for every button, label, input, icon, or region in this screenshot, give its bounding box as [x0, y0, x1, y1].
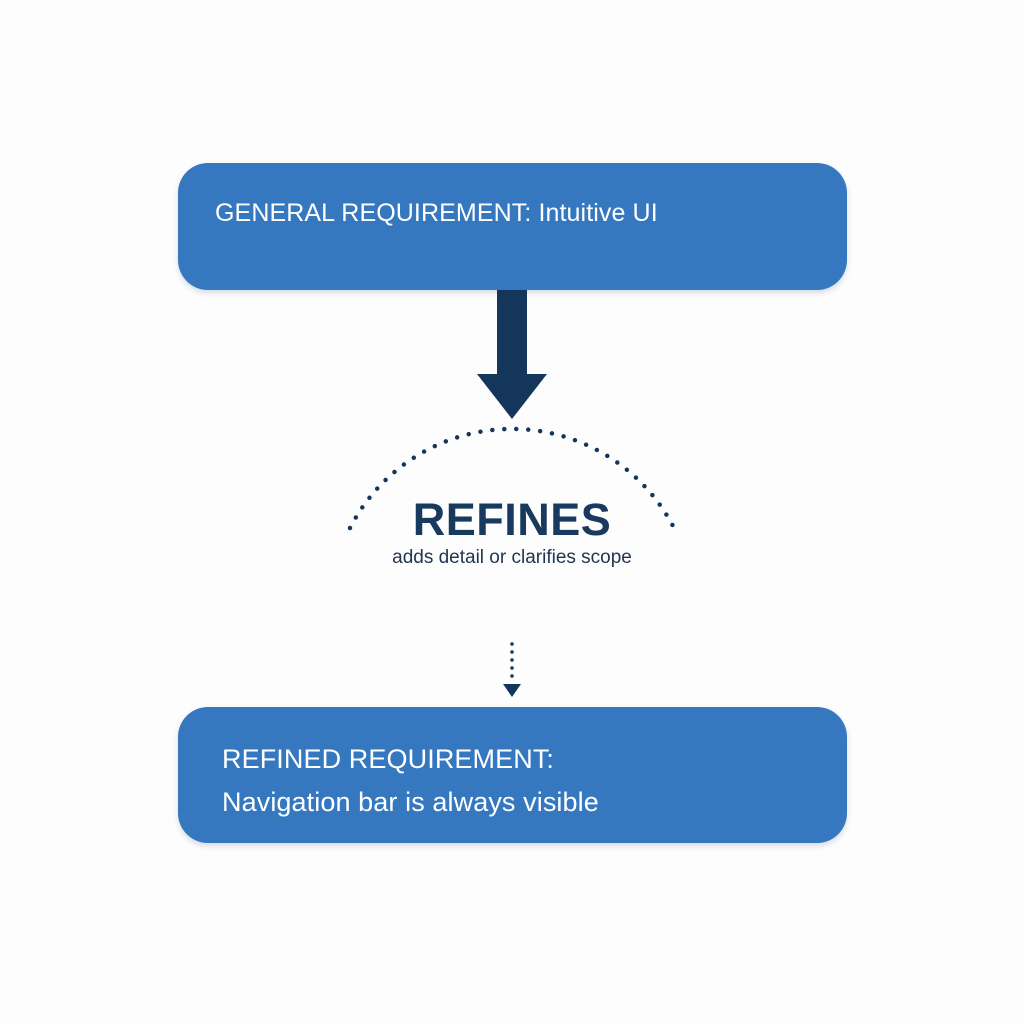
- dotted-arc: [347, 426, 677, 531]
- refined-requirement-text: REFINED REQUIREMENT: Navigation bar is a…: [222, 738, 599, 824]
- dotted-down-arrow: [503, 642, 521, 697]
- refined-requirement-detail: Navigation bar is always visible: [222, 787, 599, 817]
- solid-down-arrow: [477, 290, 547, 419]
- general-requirement-text: GENERAL REQUIREMENT: Intuitive UI: [215, 199, 658, 227]
- general-requirement-box: GENERAL REQUIREMENT: Intuitive UI: [178, 163, 847, 290]
- refined-requirement-heading: REFINED REQUIREMENT:: [222, 744, 555, 774]
- relationship-label: REFINES: [412, 494, 612, 545]
- relationship-description: adds detail or clarifies scope: [392, 547, 632, 568]
- refined-requirement-box: REFINED REQUIREMENT: Navigation bar is a…: [178, 707, 847, 843]
